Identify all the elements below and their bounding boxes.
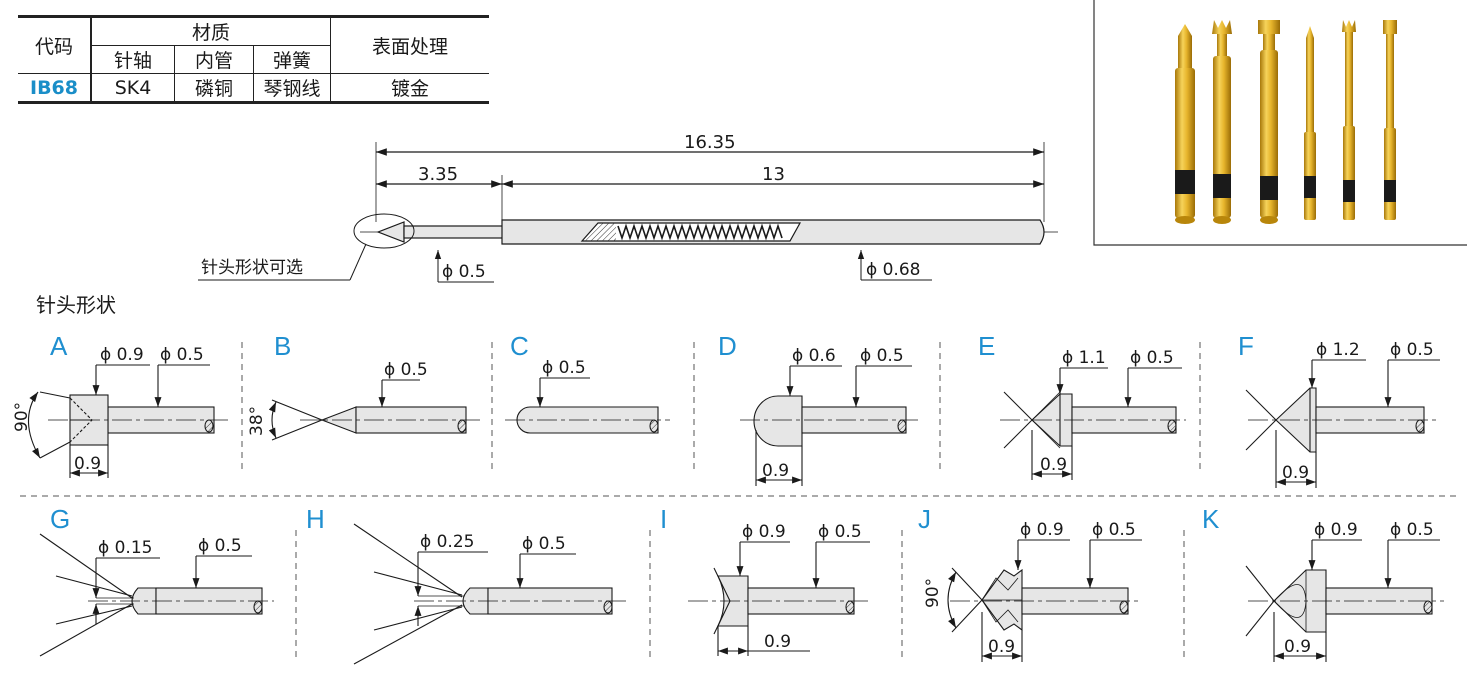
tip-a: A ϕ 0.9 ϕ 0.5 0.9 90° xyxy=(12,331,228,478)
tip-e-length: 0.9 xyxy=(1040,455,1067,475)
tip-i-length: 0.9 xyxy=(764,632,791,652)
probe-photo-pin xyxy=(1258,20,1280,224)
tip-a-length: 0.9 xyxy=(74,454,101,474)
tip-e-letter: E xyxy=(978,331,995,361)
tip-j-letter: J xyxy=(918,504,931,534)
tip-d-dim-2: ϕ 0.5 xyxy=(860,346,904,366)
tip-h-dim-1: ϕ 0.25 xyxy=(420,532,474,552)
tip-e-dim-2: ϕ 0.5 xyxy=(1130,348,1174,368)
tip-g-letter: G xyxy=(50,504,70,534)
tip-f-dim-2: ϕ 0.5 xyxy=(1390,340,1434,360)
tip-length-label: 3.35 xyxy=(418,164,458,185)
shaft-value: SK4 xyxy=(90,73,175,104)
tip-c-letter: C xyxy=(510,331,529,361)
probe-photo-pin xyxy=(1304,26,1316,220)
tip-a-letter: A xyxy=(50,331,68,361)
tip-f-letter: F xyxy=(1238,331,1254,361)
tip-k: K ϕ 0.9 ϕ 0.5 0.9 xyxy=(1202,504,1444,662)
spring-value: 琴钢线 xyxy=(253,73,331,104)
tip-b-dim-1: ϕ 0.5 xyxy=(384,360,428,380)
tip-j-dim-1: ϕ 0.9 xyxy=(1020,520,1064,540)
tip-i-dim-2: ϕ 0.5 xyxy=(818,522,862,542)
code-header: 代码 xyxy=(18,15,92,74)
tip-d: D ϕ 0.6 ϕ 0.5 0.9 xyxy=(718,331,918,486)
tip-h-dim-2: ϕ 0.5 xyxy=(522,534,566,554)
tip-h-letter: H xyxy=(306,504,325,534)
probe-photo xyxy=(1093,0,1467,246)
tip-f-length: 0.9 xyxy=(1282,463,1309,483)
tip-h: H ϕ 0.25 ϕ 0.5 xyxy=(306,504,626,665)
tip-e-dim-1: ϕ 1.1 xyxy=(1062,348,1106,368)
tip-d-length: 0.9 xyxy=(762,461,789,481)
tip-k-dim-2: ϕ 0.5 xyxy=(1390,520,1434,540)
surface-header: 表面处理 xyxy=(330,15,489,74)
tube-header: 内管 xyxy=(174,45,254,74)
probe-photo-pin xyxy=(1342,20,1356,220)
tube-value: 磷铜 xyxy=(174,73,254,104)
tip-f-dim-1: ϕ 1.2 xyxy=(1316,340,1360,360)
tip-c: C ϕ 0.5 xyxy=(505,331,670,434)
probe-photo-pin xyxy=(1383,20,1397,220)
body-diameter-label: ϕ 0.68 xyxy=(866,260,920,280)
body-length-label: 13 xyxy=(762,164,785,185)
tip-a-angle: 90° xyxy=(12,402,32,432)
tip-g: G ϕ 0.15 ϕ 0.5 xyxy=(39,504,274,657)
spec-table: 代码 材质 表面处理 针轴 内管 弹簧 IB68 SK4 磷铜 琴钢线 镀金 xyxy=(18,15,489,104)
tip-b-angle: 38° xyxy=(247,406,267,436)
tip-diameter-label: ϕ 0.5 xyxy=(442,262,486,282)
tip-j-angle: 90° xyxy=(923,578,943,608)
probe-photo-pin xyxy=(1175,24,1195,224)
tip-b-letter: B xyxy=(274,331,291,361)
tip-a-dim-1: ϕ 0.9 xyxy=(100,345,144,365)
separators xyxy=(20,342,1460,660)
tip-d-dim-1: ϕ 0.6 xyxy=(792,346,836,366)
tip-c-dim-1: ϕ 0.5 xyxy=(542,358,586,378)
tip-b: B ϕ 0.5 38° xyxy=(247,331,480,441)
tip-i-letter: I xyxy=(660,504,667,534)
tip-j-dim-2: ϕ 0.5 xyxy=(1092,520,1136,540)
tip-k-letter: K xyxy=(1202,504,1220,534)
tip-note-label: 针头形状可选 xyxy=(201,258,303,278)
tip-f: F ϕ 1.2 ϕ 0.5 0.9 xyxy=(1238,331,1440,488)
probe-photo-pin xyxy=(1212,20,1232,224)
total-length-label: 16.35 xyxy=(684,132,736,153)
tip-g-dim-2: ϕ 0.5 xyxy=(198,536,242,556)
material-header: 材质 xyxy=(90,15,331,46)
tip-i-dim-1: ϕ 0.9 xyxy=(742,522,786,542)
main-drawing xyxy=(198,142,1058,283)
tip-k-length: 0.9 xyxy=(1284,637,1311,657)
tip-d-letter: D xyxy=(718,331,737,361)
code-value: IB68 xyxy=(18,73,92,104)
tip-k-dim-1: ϕ 0.9 xyxy=(1314,520,1358,540)
tip-e: E ϕ 1.1 ϕ 0.5 0.9 xyxy=(978,331,1186,480)
tip-j-length: 0.9 xyxy=(988,637,1015,657)
section-title: 针头形状 xyxy=(36,293,116,317)
surface-value: 镀金 xyxy=(330,73,489,104)
tip-i: I ϕ 0.9 ϕ 0.5 0.9 xyxy=(660,504,870,656)
tip-j: J ϕ 0.9 ϕ 0.5 0.9 90° xyxy=(918,504,1142,662)
tip-g-dim-1: ϕ 0.15 xyxy=(98,538,152,558)
tip-a-dim-2: ϕ 0.5 xyxy=(160,345,204,365)
